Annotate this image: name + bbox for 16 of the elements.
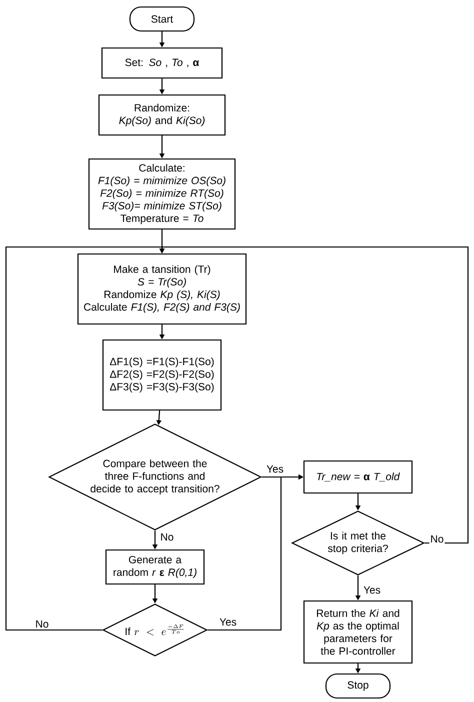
process-box: Generate a random r ε R(0,1) xyxy=(105,549,205,585)
process-box: Randomize: Kp(So) and Ki(So) xyxy=(98,94,226,136)
edge-label: Yes xyxy=(265,464,285,474)
process-box: ΔF1(S) =F1(S)-F1(So) ΔF2(S) =F2(S)-F2(So) ΔF3(S) =F3(S)-F3(So) xyxy=(102,339,222,411)
process-box: Return the Ki and Kp as the optimal parameters for the PI-controller xyxy=(303,600,413,664)
process-box: Tr_new = α T_old xyxy=(303,460,413,494)
start-terminal: Start xyxy=(129,6,195,32)
process-box: Set: So , To , α xyxy=(101,47,223,79)
process-box: Make a tansition (Tr) S = Tr(So) Randomize Kp (S), Ki(S) Calculate F1(S), F2(S) and F3(S) xyxy=(77,253,247,325)
edge-label: Yes xyxy=(218,617,238,627)
process-box: Calculate: F1(So) = mimimize OS(So) F2(So) = minimize RT(So) F3(So)= minimize ST(So) Temperature = To xyxy=(88,158,236,230)
edge-label: No xyxy=(429,534,445,544)
stop-terminal: Stop xyxy=(325,673,391,699)
edge-label: No xyxy=(34,619,50,629)
edge-label: No xyxy=(159,532,175,542)
edge-label: Yes xyxy=(362,585,382,595)
